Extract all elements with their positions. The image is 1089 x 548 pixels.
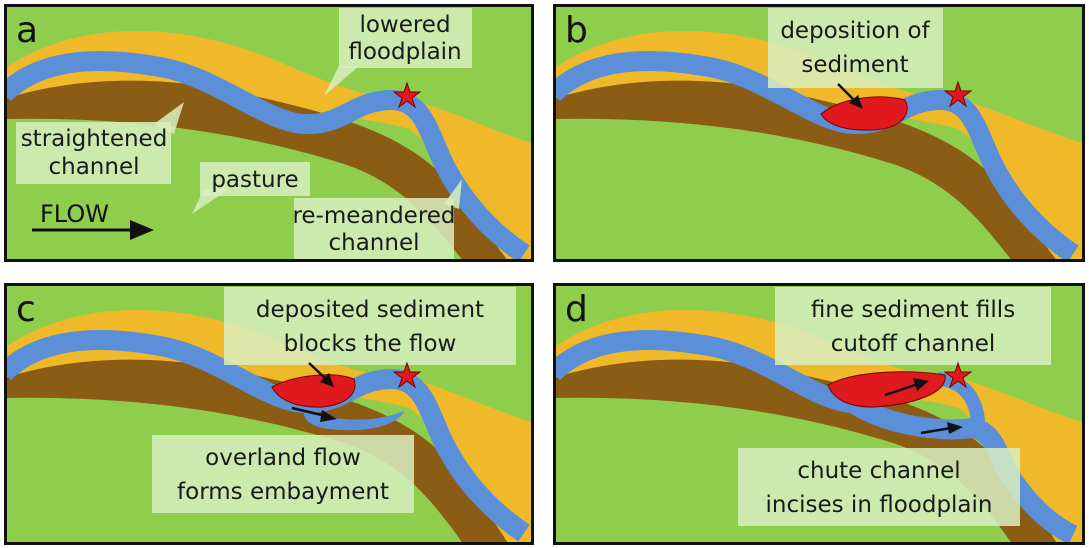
channel [4, 51, 530, 262]
callout-fills [775, 287, 1051, 365]
callout-remeandered [294, 198, 454, 260]
label-remeandered-line2: channel [328, 230, 419, 256]
label-straightened-line2: channel [48, 154, 139, 180]
panel-c: deposited sediment blocks the flow overl… [4, 283, 534, 545]
sediment-deposit [271, 374, 356, 408]
label-blocks-line2: blocks the flow [284, 331, 457, 357]
channel [553, 330, 855, 413]
callout-deposition [768, 8, 943, 88]
label-chute-line2: incises in floodplain [766, 492, 993, 518]
label-chute-line1: chute channel [797, 458, 960, 484]
label-remeandered-line1: re-meandered [292, 203, 455, 229]
star-icon [943, 80, 973, 108]
cutoff-channel-remnant [936, 372, 985, 424]
arrow-icon [308, 362, 334, 387]
label-fills-line1: fine sediment fills [811, 297, 1015, 323]
label-overland-line1: overland flow [205, 445, 361, 471]
star-icon [943, 361, 973, 389]
callout-lowered-pointer [324, 66, 359, 96]
label-overland-line2: forms embayment [177, 479, 389, 505]
label-pasture: pasture [211, 167, 298, 193]
panel-d: fine sediment fills cutoff channel chute… [553, 283, 1085, 545]
label-lowered-line2: floodplain [348, 39, 461, 65]
label-deposition-line1: deposition of [780, 18, 930, 44]
chute-channel [847, 394, 1078, 545]
star-icon [392, 361, 422, 389]
label-blocks-line1: deposited sediment [256, 297, 484, 323]
callout-pasture [200, 162, 310, 196]
panel-border [553, 283, 1085, 545]
floodplain-area [4, 30, 534, 262]
callout-lowered [339, 8, 472, 68]
callout-straightened [16, 122, 171, 184]
arrow-icon [837, 83, 863, 109]
flow-label: FLOW [40, 200, 109, 228]
label-fills-line2: cutoff channel [831, 331, 995, 357]
panel-letter: c [16, 289, 36, 330]
star-icon [392, 81, 422, 109]
callout-chute [738, 448, 1020, 526]
panel-a: lowered floodplain straightened channel … [4, 4, 534, 262]
panel-border [4, 4, 534, 262]
label-deposition-line2: sediment [801, 52, 908, 78]
arrow-right-icon [32, 220, 154, 240]
arrow-right-icon [920, 422, 963, 435]
callout-blocks [224, 287, 516, 365]
callout-overland [152, 435, 414, 513]
label-straightened-line1: straightened [21, 126, 168, 152]
label-lowered-line1: lowered [359, 12, 450, 38]
arrow-right-icon [884, 378, 929, 397]
panel-border [4, 283, 534, 545]
panel-letter: a [16, 10, 38, 51]
panel-letter: d [565, 289, 588, 330]
panel-letter: b [565, 10, 588, 51]
embayment [303, 408, 404, 431]
arrow-right-icon [291, 406, 337, 422]
panel-b: deposition of sediment b [553, 4, 1085, 262]
panel-border [553, 4, 1085, 262]
